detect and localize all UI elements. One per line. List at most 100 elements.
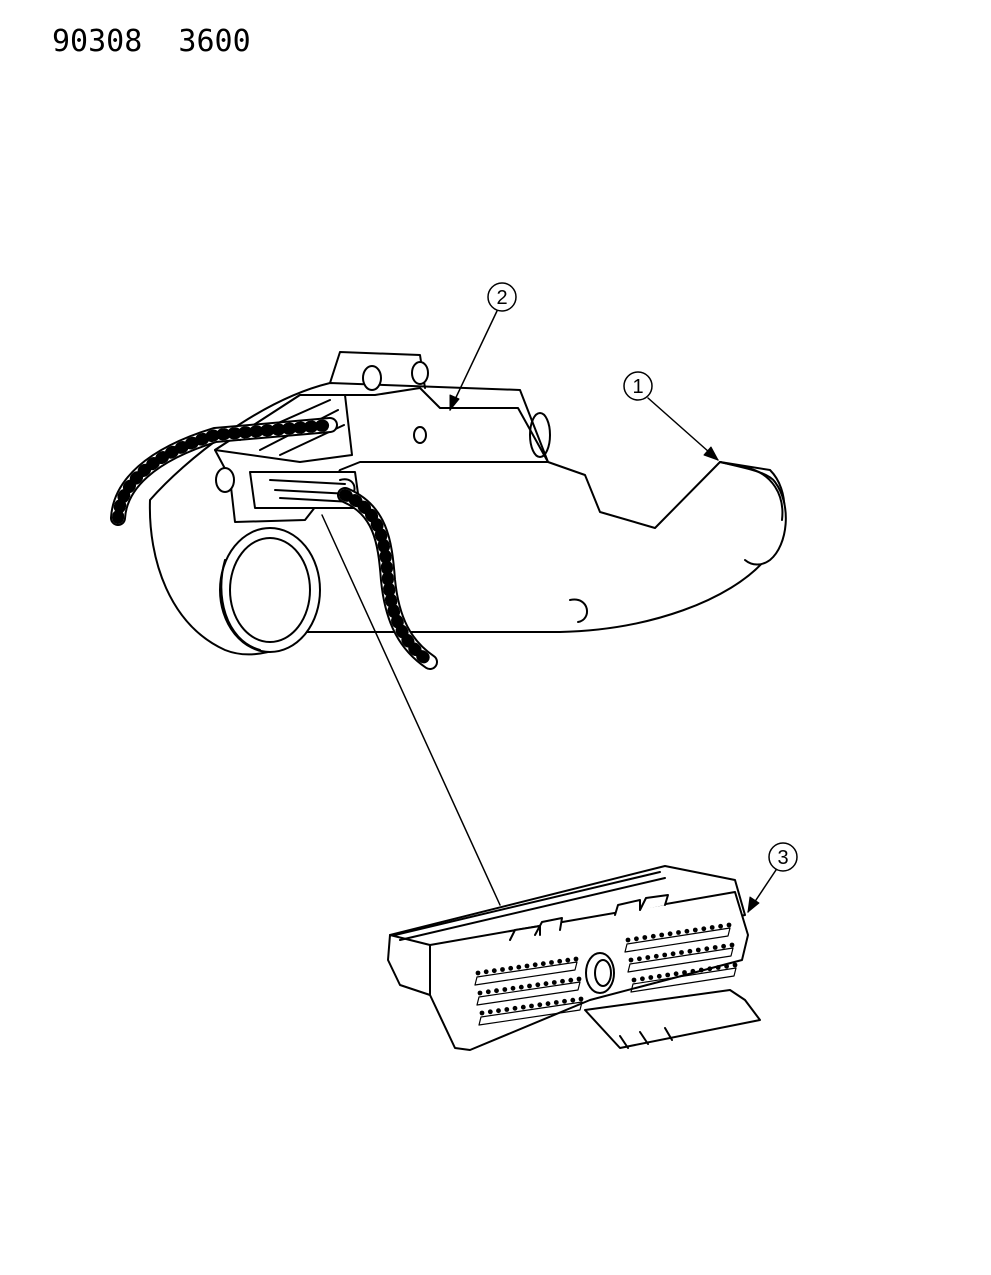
connector-pin xyxy=(692,927,698,933)
latch-tabs xyxy=(619,1027,673,1049)
connector-pin xyxy=(667,931,673,937)
connector-pin xyxy=(715,965,721,970)
connector-pin xyxy=(665,972,671,978)
connector-pin xyxy=(512,1005,518,1011)
callout-1-circle xyxy=(623,371,653,401)
duct-left-rim xyxy=(220,559,261,651)
connector-pin xyxy=(650,933,656,939)
callout-3-label: 3 xyxy=(777,847,788,869)
connector-pin xyxy=(732,962,738,968)
connector-pin xyxy=(695,947,701,953)
connector-pin xyxy=(508,965,514,971)
connector-pin xyxy=(659,932,665,938)
connector-pin xyxy=(637,956,642,962)
connector-pin xyxy=(560,978,565,984)
callout-2-leader xyxy=(449,310,498,411)
connector-left-ridges xyxy=(394,871,666,941)
connector-pin xyxy=(477,990,483,996)
connector-pin xyxy=(648,975,654,980)
connector-pin xyxy=(487,1009,493,1015)
connector-pin xyxy=(698,967,704,973)
callout-1-arrow xyxy=(703,446,719,461)
connector-pin xyxy=(502,987,508,992)
connector-pin xyxy=(707,966,713,972)
connector-pin xyxy=(625,937,631,943)
connector-pin xyxy=(701,926,707,932)
connector-pin xyxy=(679,950,684,955)
connector-pin xyxy=(673,971,679,977)
wiring-harness-right xyxy=(337,487,438,670)
callout-1: 1 xyxy=(623,371,719,461)
callout-2-arrow xyxy=(449,394,460,411)
connector-pin xyxy=(576,976,582,982)
side-boss xyxy=(215,467,235,493)
connector-pin xyxy=(496,1008,501,1014)
connector-pin xyxy=(557,958,563,964)
duct-bulge xyxy=(569,598,588,623)
connector-pin xyxy=(718,923,723,929)
mount-boss-left xyxy=(362,365,382,391)
connector-pin xyxy=(628,957,634,963)
module-bolt-hole xyxy=(413,426,427,444)
connector-pin xyxy=(676,930,681,935)
connector-pin xyxy=(549,960,554,965)
pin-rows-right xyxy=(624,927,737,993)
connector-pin xyxy=(726,922,732,928)
connector-pin xyxy=(540,961,546,967)
connector-pin xyxy=(551,980,557,985)
page-header-code: 90308 3600 xyxy=(52,24,251,59)
connector-pin xyxy=(684,928,690,934)
pin-dots xyxy=(475,922,738,1016)
callout-1-label: 1 xyxy=(632,376,643,398)
connector-pin xyxy=(483,969,489,975)
connector-pin xyxy=(532,962,538,968)
connector-pin xyxy=(527,983,532,989)
callout-3: 3 xyxy=(747,842,798,913)
connector-pin xyxy=(634,936,639,942)
duct-left-opening-inner xyxy=(229,537,311,643)
connector-pin xyxy=(553,1000,559,1005)
connector-left-end xyxy=(387,934,431,996)
intake-duct-assembly xyxy=(148,351,787,656)
connector-pin xyxy=(670,951,676,957)
connector-pin xyxy=(578,996,584,1002)
connector-center-post-inner xyxy=(594,959,612,987)
connector-pin xyxy=(570,997,576,1003)
connector-pin xyxy=(662,952,668,958)
connector-pin xyxy=(518,984,524,990)
connector-pin xyxy=(529,1003,534,1009)
connector-pin xyxy=(545,1001,551,1007)
connector-pin xyxy=(656,973,662,979)
connector-top-tabs xyxy=(509,894,669,941)
connector-pin xyxy=(640,976,645,982)
connector-pin xyxy=(709,925,715,930)
callout-2-circle xyxy=(487,282,517,312)
connector-pin xyxy=(535,982,541,988)
callout-2: 2 xyxy=(449,282,517,411)
callout-3-arrow xyxy=(747,896,760,913)
connector-pin xyxy=(479,1010,485,1016)
connector-latch-plate xyxy=(584,989,761,1049)
callout-2-label: 2 xyxy=(496,287,507,309)
connector-pin xyxy=(721,943,726,949)
connector-pin xyxy=(642,935,648,940)
connector-pin xyxy=(500,967,505,972)
connector-pin xyxy=(631,977,637,983)
pin-rows-left xyxy=(474,961,583,1026)
connector-pin xyxy=(687,948,693,954)
module-end-round xyxy=(529,412,551,458)
connector-pin xyxy=(516,964,522,970)
wiring-harness-left xyxy=(110,417,338,526)
connector-pin xyxy=(485,989,491,995)
connector-pin xyxy=(565,957,571,963)
duct-left-opening xyxy=(219,527,321,653)
connector-pin xyxy=(537,1002,543,1008)
connector-pin xyxy=(491,968,497,974)
connector-pin xyxy=(729,942,735,948)
connector-pin xyxy=(712,945,718,950)
callout-1-leader xyxy=(647,397,719,461)
connector-pin xyxy=(645,955,651,960)
callout-3-circle xyxy=(768,842,798,872)
mount-boss-right xyxy=(411,361,429,385)
